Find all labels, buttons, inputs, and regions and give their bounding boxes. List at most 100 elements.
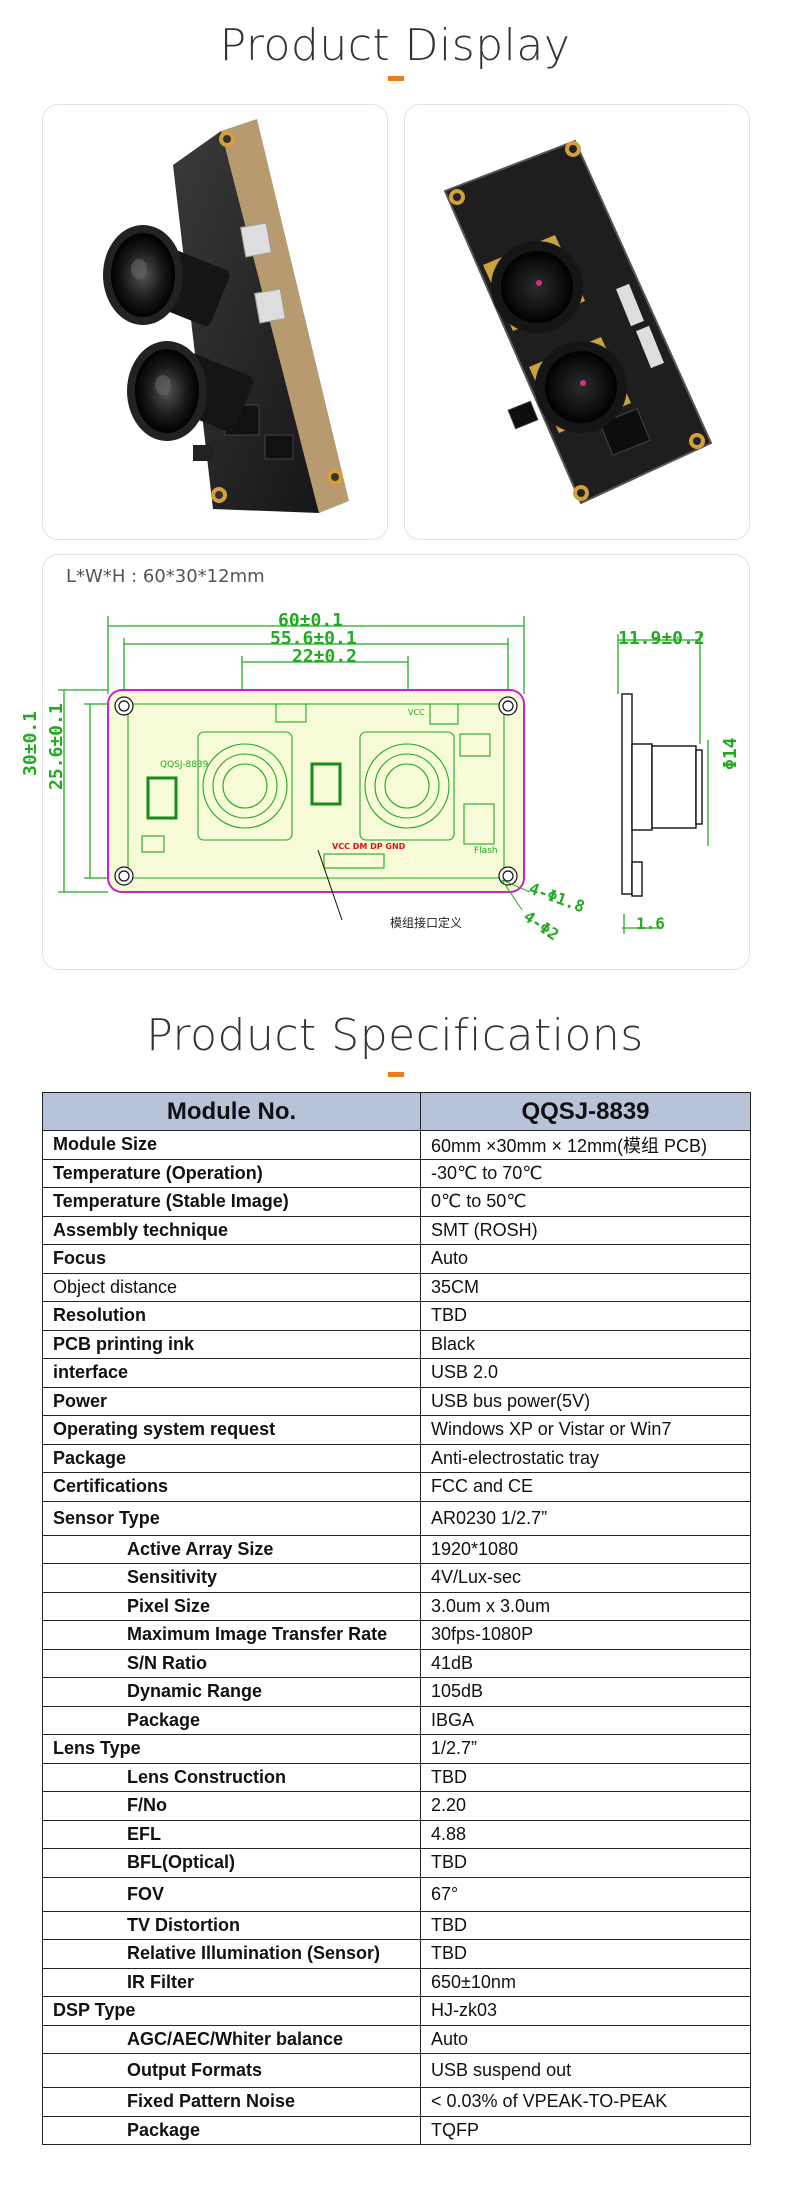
specs-title: Product Specifications xyxy=(146,1010,644,1061)
display-title: Product Display xyxy=(219,20,571,71)
table-row: Fixed Pattern Noise< 0.03% of VPEAK-TO-P… xyxy=(42,2087,751,2117)
spec-key: FOV xyxy=(42,1876,421,1912)
spec-value: Black xyxy=(420,1329,751,1359)
spec-value: TBD xyxy=(420,1848,751,1878)
spec-key: Resolution xyxy=(42,1301,421,1331)
spec-key: Temperature (Stable Image) xyxy=(42,1187,421,1217)
spec-key: Package xyxy=(42,1443,421,1473)
spec-value: TBD xyxy=(420,1301,751,1331)
dim-side-label: 11.9±0.2 xyxy=(618,628,705,649)
display-title-accent xyxy=(388,76,404,81)
spec-value: 35CM xyxy=(420,1272,751,1302)
spec-value: 0℃ to 50℃ xyxy=(420,1187,751,1217)
dimensions-label: L*W*H : 60*30*12mm xyxy=(66,566,265,587)
spec-key: Lens Type xyxy=(42,1734,421,1764)
spec-key: S/N Ratio xyxy=(42,1648,421,1678)
pcb-model-text: QQSJ-8839 xyxy=(160,760,209,770)
dim-inner-label: 55.6±0.1 xyxy=(270,628,357,649)
spec-value: 4.88 xyxy=(420,1819,751,1849)
spec-value: -30℃ to 70℃ xyxy=(420,1158,751,1188)
spec-key: IR Filter xyxy=(42,1967,421,1997)
table-row: Relative Illumination (Sensor)TBD xyxy=(42,1939,751,1969)
table-row: Temperature (Operation)-30℃ to 70℃ xyxy=(42,1158,751,1188)
spec-value: FCC and CE xyxy=(420,1472,751,1502)
camera-module-photo-angled xyxy=(103,119,349,513)
spec-value: AR0230 1/2.7” xyxy=(420,1500,751,1536)
spec-key: Object distance xyxy=(42,1272,421,1302)
spec-key: TV Distortion xyxy=(42,1910,421,1940)
product-photo-right xyxy=(404,104,750,540)
spec-key: Dynamic Range xyxy=(42,1677,421,1707)
spec-value: 1920*1080 xyxy=(420,1534,751,1564)
spec-value: 60mm ×30mm × 12mm(模组 PCB) xyxy=(420,1130,751,1160)
spec-value: 67° xyxy=(420,1876,751,1912)
spec-key: Assembly technique xyxy=(42,1215,421,1245)
pcb-vcc-text: VCC xyxy=(408,708,425,717)
dimension-drawing xyxy=(58,616,709,934)
spec-header-key: Module No. xyxy=(42,1092,421,1131)
spec-key: F/No xyxy=(42,1791,421,1821)
spec-value: 650±10nm xyxy=(420,1967,751,1997)
spec-header-row: Module No. QQSJ-8839 xyxy=(42,1092,751,1131)
spec-value: SMT (ROSH) xyxy=(420,1215,751,1245)
pcb-pins-text: VCC DM DP GND xyxy=(332,842,406,851)
spec-value: 41dB xyxy=(420,1648,751,1678)
dim-total-label: 60±0.1 xyxy=(278,610,344,631)
spec-key: Operating system request xyxy=(42,1415,421,1445)
spec-value: USB suspend out xyxy=(420,2053,751,2088)
pcb-flash-text: Flash xyxy=(474,846,498,856)
spec-key: Temperature (Operation) xyxy=(42,1158,421,1188)
spec-key: Sensor Type xyxy=(42,1500,421,1536)
product-photo-left xyxy=(42,104,388,540)
table-row: Temperature (Stable Image)0℃ to 50℃ xyxy=(42,1187,751,1217)
spec-key: Output Formats xyxy=(42,2053,421,2088)
spec-value: Auto xyxy=(420,2024,751,2054)
spec-key: BFL(Optical) xyxy=(42,1848,421,1878)
spec-value: TBD xyxy=(420,1762,751,1792)
spec-value: 2.20 xyxy=(420,1791,751,1821)
spec-key: PCB printing ink xyxy=(42,1329,421,1359)
spec-value: 30fps-1080P xyxy=(420,1620,751,1650)
spec-value: USB 2.0 xyxy=(420,1358,751,1388)
spec-key: Certifications xyxy=(42,1472,421,1502)
spec-key: Pixel Size xyxy=(42,1591,421,1621)
spec-key: AGC/AEC/Whiter balance xyxy=(42,2024,421,2054)
specs-title-accent xyxy=(388,1072,404,1077)
spec-value: Auto xyxy=(420,1244,751,1274)
spec-value: 4V/Lux-sec xyxy=(420,1563,751,1593)
dim-thickness-label: 1.6 xyxy=(636,914,665,933)
dim-lens-label: 22±0.2 xyxy=(292,646,358,667)
spec-value: USB bus power(5V) xyxy=(420,1386,751,1416)
spec-value: HJ-zk03 xyxy=(420,1996,751,2026)
dim-height-label: 30±0.1 xyxy=(20,710,41,776)
spec-key: EFL xyxy=(42,1819,421,1849)
spec-key: Focus xyxy=(42,1244,421,1274)
dim-height-inner-label: 25.6±0.1 xyxy=(46,703,67,790)
table-row: BFL(Optical)TBD xyxy=(42,1848,751,1878)
